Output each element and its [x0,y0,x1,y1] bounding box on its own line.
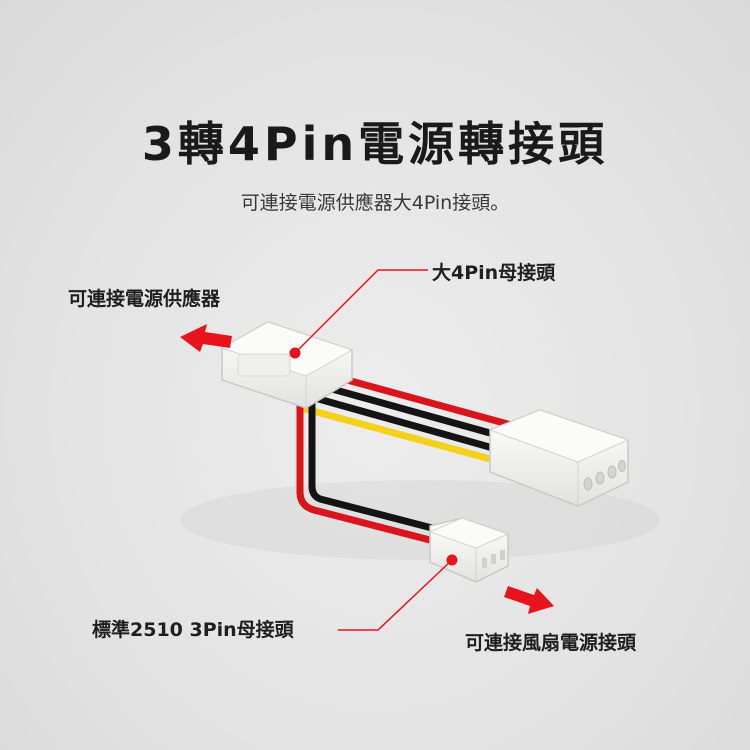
arrow-left-icon [180,324,232,352]
page-subtitle: 可連接電源供應器大4Pin接頭。 [240,192,510,214]
label-3pin-connector: 標準2510 3Pin母接頭 [92,619,294,641]
wire-fan-red [296,400,434,544]
wires-fan [296,394,436,544]
callout-line-big4pin [289,269,428,359]
connector-psu [220,321,354,409]
wire-black-2 [304,392,504,454]
connector-4pin [488,409,630,507]
callout-line-3pin [338,554,458,631]
arrow-right-icon [504,586,554,614]
wire-yellow [298,404,498,464]
wire-fan-black [308,394,436,532]
label-psu: 可連接電源供應器 [68,288,221,310]
label-fan-power: 可連接風扇電源接頭 [465,632,637,654]
label-big-4pin: 大4Pin母接頭 [432,262,556,284]
wire-black [310,380,512,442]
page-title: 3轉4Pin電源轉接頭 [141,117,609,171]
connector-3pin [428,517,510,583]
